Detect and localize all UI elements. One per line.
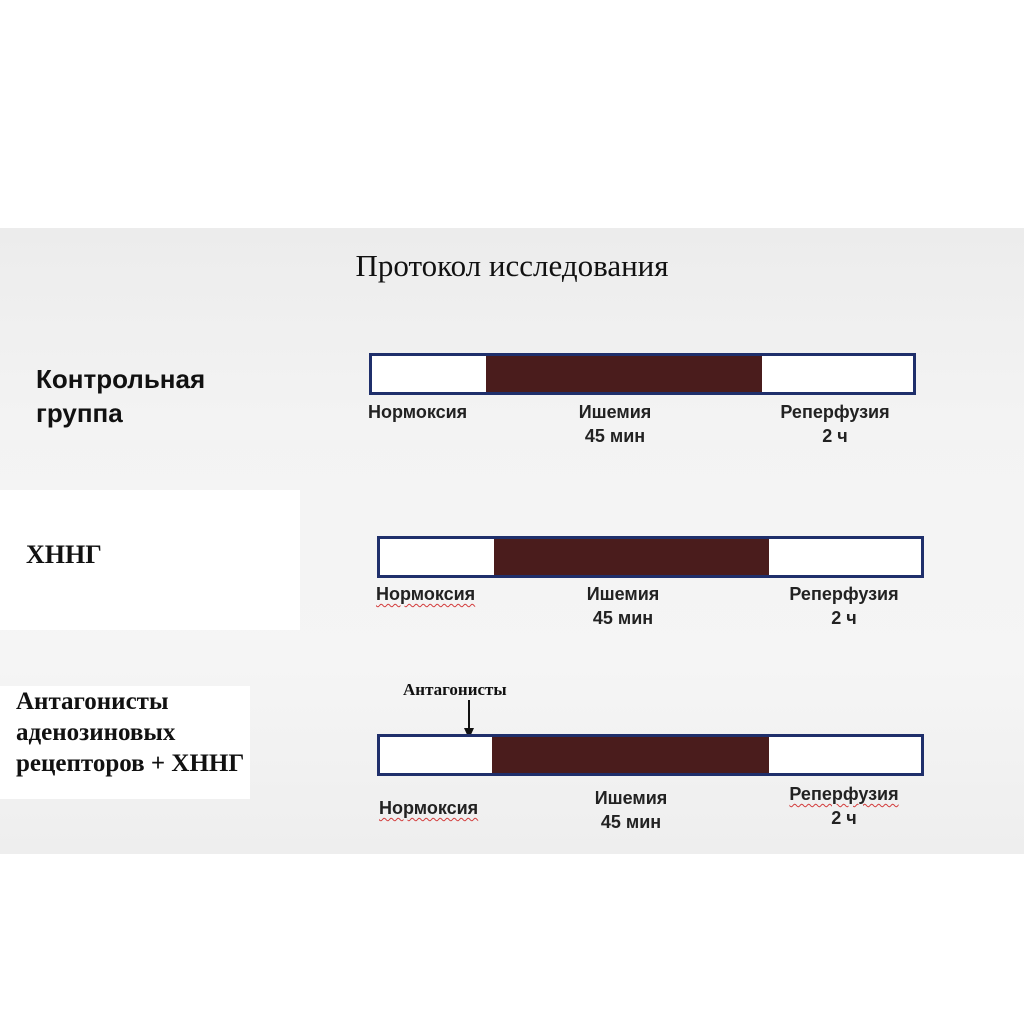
diagram-title: Протокол исследования bbox=[355, 248, 669, 283]
group-label-line: Антагонисты bbox=[16, 688, 169, 715]
timeline-bar-control bbox=[369, 353, 916, 395]
group-label-hnng: ХННГ bbox=[26, 538, 102, 572]
phase-label-normoxia: Нормоксия bbox=[368, 402, 468, 422]
group-label-line: аденозиновых bbox=[16, 719, 176, 746]
segment-normoxia bbox=[372, 356, 486, 392]
phase-label-normoxia: Нормоксия bbox=[379, 798, 479, 818]
phase-label-ischemia: Ишемия 45 мин bbox=[586, 584, 660, 628]
group-label-line: группа bbox=[36, 398, 123, 428]
phase-label-normoxia: Нормоксия bbox=[376, 584, 476, 604]
group-label-control: Контрольная группа bbox=[36, 362, 205, 430]
segment-ischemia bbox=[494, 539, 769, 575]
segment-normoxia bbox=[380, 737, 492, 773]
arrow-down-icon bbox=[464, 700, 474, 739]
phase-label-reperfusion: Реперфузия 2 ч bbox=[789, 584, 899, 628]
phase-label-ischemia: Ишемия 45 мин bbox=[594, 788, 668, 832]
group-label-line: рецепторов + ХННГ bbox=[16, 750, 245, 777]
segment-reperfusion bbox=[769, 737, 921, 773]
group-label-antagonists: Антагонисты аденозиновых рецепторов + ХН… bbox=[0, 686, 251, 799]
segment-reperfusion bbox=[762, 356, 913, 392]
label-background-patch bbox=[0, 490, 300, 630]
antagonist-marker-label: Антагонисты bbox=[403, 680, 507, 699]
phase-label-reperfusion: Реперфузия 2 ч bbox=[780, 402, 890, 446]
segment-ischemia bbox=[486, 356, 762, 392]
phase-label-reperfusion: Реперфузия 2 ч bbox=[789, 784, 899, 828]
group-label-line: Контрольная bbox=[36, 364, 206, 394]
phase-label-ischemia: Ишемия 45 мин bbox=[578, 402, 652, 446]
segment-ischemia bbox=[492, 737, 769, 773]
group-label-line: ХННГ bbox=[26, 540, 102, 569]
timeline-bar-hnng bbox=[377, 536, 924, 578]
segment-normoxia bbox=[380, 539, 494, 575]
segment-reperfusion bbox=[769, 539, 921, 575]
timeline-bar-antagonists bbox=[377, 734, 924, 776]
